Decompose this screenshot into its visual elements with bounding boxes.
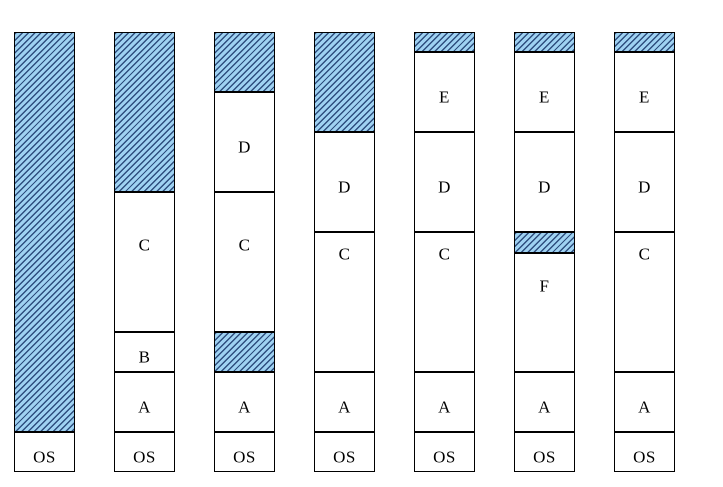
- process-block-D: D: [214, 92, 275, 192]
- memory-column-snapshot-4: D C A OS: [314, 32, 375, 472]
- memory-column-snapshot-6: E D F A OS: [514, 32, 575, 472]
- segment-label: OS: [433, 447, 456, 467]
- process-block-F: F: [514, 253, 575, 372]
- free-memory-block: [314, 32, 375, 132]
- process-block-D: D: [614, 132, 675, 232]
- process-block-D: D: [414, 132, 475, 232]
- segment-label: C: [638, 244, 651, 264]
- free-memory-block: [414, 32, 475, 52]
- free-memory-block: [114, 32, 175, 192]
- os-block: OS: [14, 432, 75, 472]
- process-block-A: A: [114, 372, 175, 432]
- process-block-C: C: [314, 232, 375, 372]
- process-block-C: C: [614, 232, 675, 372]
- segment-label: C: [438, 244, 451, 264]
- process-block-A: A: [314, 372, 375, 432]
- segment-label: D: [538, 177, 551, 197]
- process-block-E: E: [514, 52, 575, 132]
- process-block-A: A: [514, 372, 575, 432]
- process-block-E: E: [414, 52, 475, 132]
- memory-column-snapshot-1: OS: [14, 32, 75, 472]
- segment-label: A: [638, 397, 651, 417]
- memory-column-snapshot-3: D C A OS: [214, 32, 275, 472]
- process-block-D: D: [314, 132, 375, 232]
- segment-label: OS: [133, 447, 156, 467]
- segment-label: OS: [633, 447, 656, 467]
- segment-label: A: [438, 397, 451, 417]
- os-block: OS: [214, 432, 275, 472]
- segment-label: C: [238, 235, 251, 255]
- free-memory-block: [214, 32, 275, 92]
- segment-label: E: [539, 87, 550, 107]
- process-block-B: B: [114, 332, 175, 372]
- process-block-A: A: [614, 372, 675, 432]
- segment-label: C: [338, 244, 351, 264]
- process-block-A: A: [214, 372, 275, 432]
- segment-label: OS: [533, 447, 556, 467]
- os-block: OS: [114, 432, 175, 472]
- segment-label: OS: [333, 447, 356, 467]
- segment-label: A: [238, 397, 251, 417]
- free-memory-block: [514, 232, 575, 253]
- segment-label: A: [538, 397, 551, 417]
- segment-label: A: [338, 397, 351, 417]
- os-block: OS: [614, 432, 675, 472]
- segment-label: E: [639, 87, 650, 107]
- segment-label: D: [638, 177, 651, 197]
- segment-label: F: [539, 276, 550, 296]
- process-block-C: C: [414, 232, 475, 372]
- segment-label: B: [138, 347, 151, 367]
- memory-column-snapshot-2: C B A OS: [114, 32, 175, 472]
- segment-label: OS: [33, 447, 56, 467]
- os-block: OS: [314, 432, 375, 472]
- free-memory-block: [214, 332, 275, 372]
- segment-label: A: [138, 397, 151, 417]
- process-block-E: E: [614, 52, 675, 132]
- os-block: OS: [514, 432, 575, 472]
- segment-label: C: [138, 235, 151, 255]
- segment-label: D: [238, 137, 251, 157]
- free-memory-block: [514, 32, 575, 52]
- free-memory-block: [614, 32, 675, 52]
- segment-label: OS: [233, 447, 256, 467]
- segment-label: E: [439, 87, 450, 107]
- process-block-C: C: [214, 192, 275, 332]
- segment-label: D: [338, 177, 351, 197]
- segment-label: D: [438, 177, 451, 197]
- free-memory-block: [14, 32, 75, 432]
- os-block: OS: [414, 432, 475, 472]
- process-block-D: D: [514, 132, 575, 232]
- memory-column-snapshot-5: E D C A OS: [414, 32, 475, 472]
- process-block-C: C: [114, 192, 175, 332]
- process-block-A: A: [414, 372, 475, 432]
- memory-column-snapshot-7: E D C A OS: [614, 32, 675, 472]
